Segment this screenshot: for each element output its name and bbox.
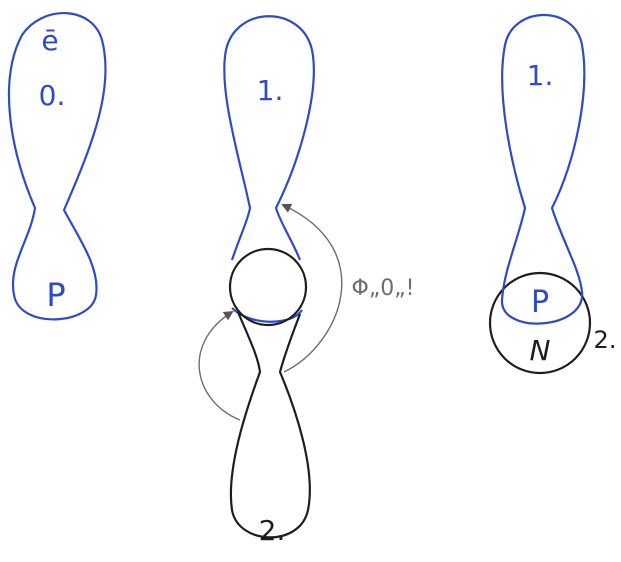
middle-top-label: 1.	[257, 74, 284, 107]
left-lobe-outline	[7, 12, 107, 321]
figure-middle: 1. 2. Φ„0„!	[198, 15, 415, 547]
middle-lower-lobe-outline	[229, 311, 311, 539]
middle-arrow-label: Φ„0„!	[352, 276, 415, 301]
figure-left: ē 0. P	[7, 12, 107, 321]
right-black-circle	[488, 271, 592, 375]
middle-black-circle	[228, 247, 308, 327]
right-top-label: 1.	[527, 59, 554, 92]
right-circle-top-label: P	[531, 285, 549, 320]
left-top-label: 0.	[39, 79, 66, 112]
right-circle-bottom-label: N	[530, 334, 551, 367]
middle-right-curved-arrow	[281, 203, 343, 373]
right-side-label: 2.	[594, 326, 617, 354]
figure-right: 1. P N 2.	[488, 13, 617, 375]
middle-upper-lobe-outline	[223, 15, 315, 261]
middle-bottom-label: 2.	[259, 514, 286, 547]
left-top-symbol: ē	[41, 24, 58, 57]
middle-left-curved-arrow	[198, 310, 241, 421]
left-bottom-label: P	[46, 276, 65, 314]
right-lobe-outline	[500, 13, 586, 325]
